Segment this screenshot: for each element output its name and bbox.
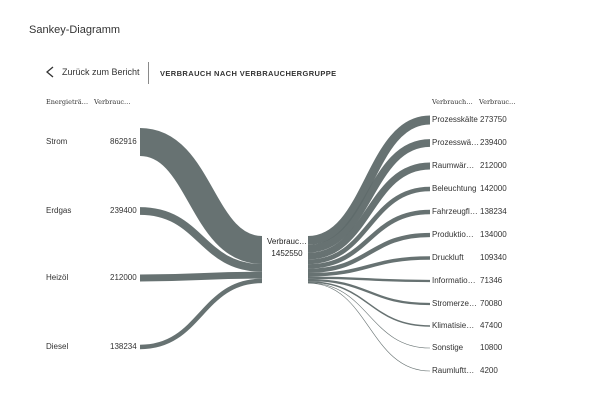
flow-left-3[interactable] bbox=[139, 278, 263, 350]
flow-right-6[interactable] bbox=[307, 256, 431, 277]
left-node-value: 862916 bbox=[110, 137, 137, 146]
center-node-name: Verbrauc… bbox=[266, 237, 308, 246]
right-node-name: Prozesskälte bbox=[432, 115, 478, 124]
flow-right-3[interactable] bbox=[307, 186, 431, 265]
flow-right-7[interactable] bbox=[307, 276, 431, 283]
right-node-value: 273750 bbox=[480, 115, 507, 124]
right-node-value: 239400 bbox=[480, 138, 507, 147]
flow-right-1[interactable] bbox=[307, 139, 431, 253]
left-node-value: 212000 bbox=[110, 273, 137, 282]
back-label: Zurück zum Bericht bbox=[62, 67, 140, 77]
right-node-name: Raumluftt… bbox=[432, 366, 475, 375]
right-node-value: 138234 bbox=[480, 207, 507, 216]
left-node-name: Erdgas bbox=[46, 206, 72, 215]
chevron-left-icon bbox=[46, 66, 54, 78]
right-node-value: 47400 bbox=[480, 321, 503, 330]
flow-left-2[interactable] bbox=[139, 271, 263, 282]
center-node[interactable]: Verbrauc… 1452550 bbox=[264, 236, 310, 260]
flow-right-2[interactable] bbox=[307, 162, 431, 260]
left-header-source[interactable]: Energieträ… bbox=[46, 98, 89, 106]
right-header-value[interactable]: Verbrauc… bbox=[479, 98, 516, 106]
flow-right-4[interactable] bbox=[307, 209, 431, 269]
right-node-value: 4200 bbox=[480, 366, 498, 375]
right-node-value: 134000 bbox=[480, 230, 507, 239]
right-node-value: 70080 bbox=[480, 299, 503, 308]
visual-title: VERBRAUCH NACH VERBRAUCHERGRUPPE bbox=[160, 69, 337, 78]
right-node-name: Informatio… bbox=[432, 276, 476, 285]
left-node-value: 138234 bbox=[110, 342, 137, 351]
center-node-value: 1452550 bbox=[271, 249, 303, 258]
left-node-name: Diesel bbox=[46, 342, 69, 351]
right-node-name: Klimatisie… bbox=[432, 321, 475, 330]
left-node-name: Strom bbox=[46, 137, 68, 146]
right-node-name: Raumwär… bbox=[432, 161, 475, 170]
flow-left-0[interactable] bbox=[138, 128, 264, 264]
right-node-value: 212000 bbox=[480, 161, 507, 170]
flow-right-0[interactable] bbox=[307, 115, 431, 245]
right-node-name: Sonstige bbox=[432, 343, 464, 352]
flow-right-8[interactable] bbox=[307, 278, 431, 306]
header-divider bbox=[148, 62, 149, 84]
left-header-value[interactable]: Verbrauc… bbox=[94, 98, 131, 106]
right-node-name: Druckluft bbox=[432, 253, 464, 262]
flow-right-9[interactable] bbox=[307, 281, 431, 327]
flow-right-10[interactable] bbox=[307, 282, 431, 349]
flow-left-1[interactable] bbox=[139, 207, 263, 272]
flow-right-5[interactable] bbox=[307, 232, 431, 273]
right-node-name: Beleuchtung bbox=[432, 184, 477, 193]
right-node-value: 71346 bbox=[480, 276, 503, 285]
left-node-name: Heizöl bbox=[46, 273, 69, 282]
right-node-name: Prozesswä… bbox=[432, 138, 480, 147]
right-node-value: 109340 bbox=[480, 253, 507, 262]
right-node-value: 10800 bbox=[480, 343, 503, 352]
back-to-report-link[interactable]: Zurück zum Bericht bbox=[46, 66, 140, 78]
left-node-value: 239400 bbox=[110, 206, 137, 215]
right-header-target[interactable]: Verbrauch… bbox=[432, 98, 473, 106]
right-node-name: Fahrzeugfl… bbox=[432, 207, 478, 216]
right-node-value: 142000 bbox=[480, 184, 507, 193]
right-node-name: Stromerze… bbox=[432, 299, 477, 308]
flow-right-11[interactable] bbox=[307, 282, 431, 372]
right-node-name: Produktio… bbox=[432, 230, 474, 239]
page-title: Sankey-Diagramm bbox=[29, 24, 121, 36]
